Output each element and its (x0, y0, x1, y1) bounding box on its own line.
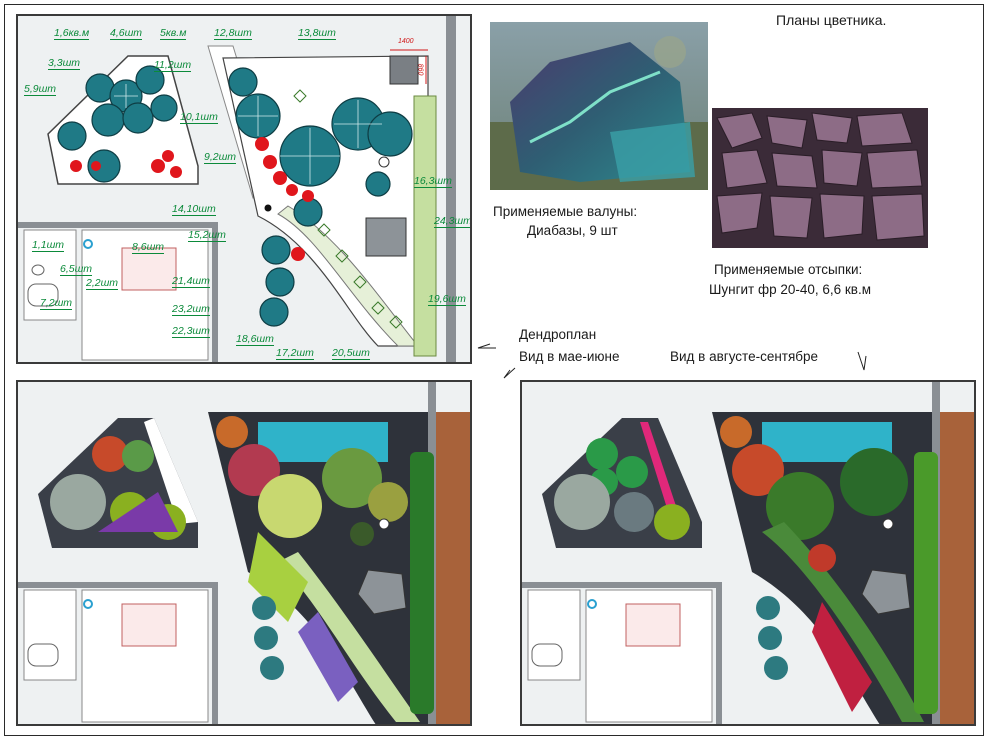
callout-11: 14,10шт (172, 203, 216, 216)
view-aug-sep-label: Вид в августе-сентябре (670, 349, 819, 364)
callout-21: 23,2шт (172, 303, 210, 316)
gravel-line-1: Применяемые отсыпки: (714, 262, 863, 277)
may-june-view-panel (16, 380, 472, 726)
view-may-june-label: Вид в мае-июне (519, 349, 620, 364)
callout-23: 18,6шт (236, 333, 274, 346)
sheet-frame (4, 4, 984, 736)
callout-24: 17,2шт (276, 347, 314, 360)
boulders-line-2: Диабазы, 9 шт (527, 223, 618, 238)
callout-8: 10,1шт (180, 111, 218, 124)
callout-5: 3,3шт (48, 57, 81, 70)
dim-width: 1400 (398, 38, 414, 45)
callout-7: 5,9шт (24, 83, 57, 96)
callout-25: 20,5шт (332, 347, 370, 360)
callout-16: 6,5шт (60, 263, 93, 276)
dendroplan-panel: 1400 860 1,6кв.м 4,6шт 5кв.м 12,8шт 13,8… (16, 14, 472, 364)
callout-17: 21,4шт (172, 275, 210, 288)
aug-sep-view-panel (520, 380, 976, 726)
callout-2: 5кв.м (160, 27, 187, 40)
callout-6: 11,2шт (154, 59, 192, 72)
callout-15: 8,6шт (132, 241, 165, 254)
callout-18: 2,2шт (86, 277, 119, 290)
callout-14: 1,1шт (32, 239, 65, 252)
callout-12: 24,3шт (434, 215, 472, 228)
title-blank-area (716, 28, 972, 98)
dendroplan-label: Дендроплан (519, 327, 597, 342)
gravel-photo (712, 108, 928, 248)
callout-10: 16,3шт (414, 175, 452, 188)
boulders-line-1: Применяемые валуны: (493, 204, 638, 219)
sheet-title: Планы цветника. (776, 12, 887, 28)
callout-1: 4,6шт (110, 27, 143, 40)
callout-19: 7,2шт (40, 297, 73, 310)
callout-9: 9,2шт (204, 151, 237, 164)
pointer-arrows (477, 343, 867, 379)
callout-13: 15,2шт (188, 229, 226, 242)
callout-22: 22,3шт (172, 325, 210, 338)
callout-20: 19,6шт (428, 293, 466, 306)
dim-depth: 860 (416, 63, 424, 76)
boulder-photo (490, 22, 708, 190)
callout-0: 1,6кв.м (54, 27, 90, 40)
gravel-line-2: Шунгит фр 20-40, 6,6 кв.м (709, 282, 871, 297)
callout-3: 12,8шт (214, 27, 252, 40)
callout-4: 13,8шт (298, 27, 336, 40)
